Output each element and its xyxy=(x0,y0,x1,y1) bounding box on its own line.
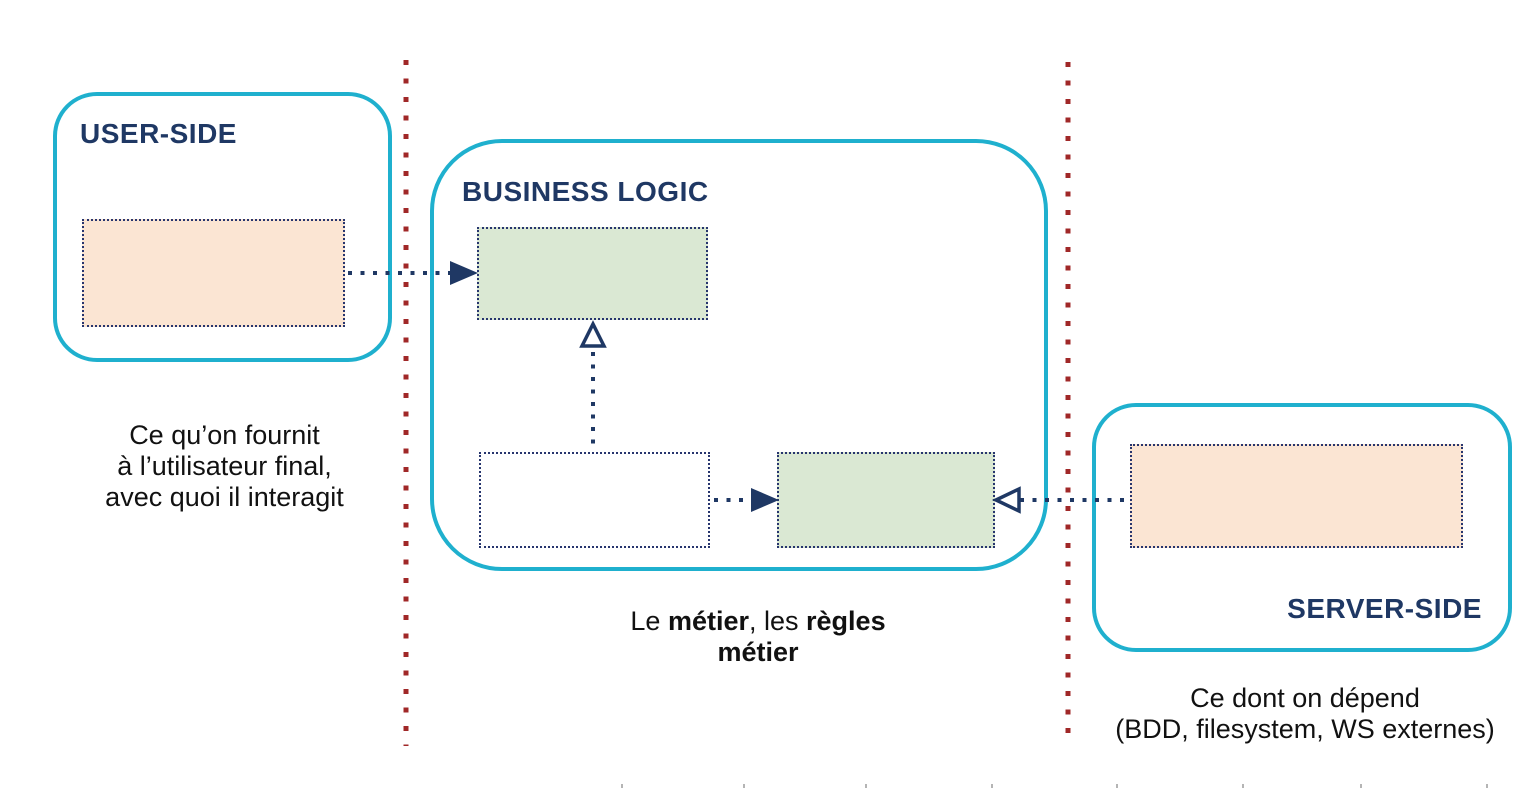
business-logic-title: BUSINESS LOGIC xyxy=(462,176,709,207)
user-side-title: USER-SIDE xyxy=(80,118,237,149)
user-side-caption-line-1: Ce qu’on fournit xyxy=(129,420,320,450)
user-side-caption: Ce qu’on fournit à l’utilisateur final, … xyxy=(57,420,392,513)
cropped-bottom-dashes xyxy=(621,784,1488,788)
server-side-title: SERVER-SIDE xyxy=(1287,593,1482,624)
server-side-component-box xyxy=(1130,444,1463,548)
user-side-caption-line-2: à l’utilisateur final, xyxy=(117,451,332,481)
business-logic-caption: Le métier, les règles métier xyxy=(578,606,938,668)
user-side-caption-line-3: avec quoi il interagit xyxy=(105,482,344,512)
business-logic-caption-line-2: métier xyxy=(717,637,799,667)
business-logic-caption-line-1: Le métier, les règles xyxy=(630,606,886,636)
business-top-box xyxy=(477,227,708,320)
server-side-caption-line-1: Ce dont on dépend xyxy=(1190,683,1420,713)
business-bottom-left-box xyxy=(479,452,710,548)
server-side-caption-line-2: (BDD, filesystem, WS externes) xyxy=(1115,714,1495,744)
user-side-component-box xyxy=(82,219,345,327)
server-side-caption: Ce dont on dépend (BDD, filesystem, WS e… xyxy=(1090,683,1520,745)
business-bottom-right-box xyxy=(777,452,995,548)
